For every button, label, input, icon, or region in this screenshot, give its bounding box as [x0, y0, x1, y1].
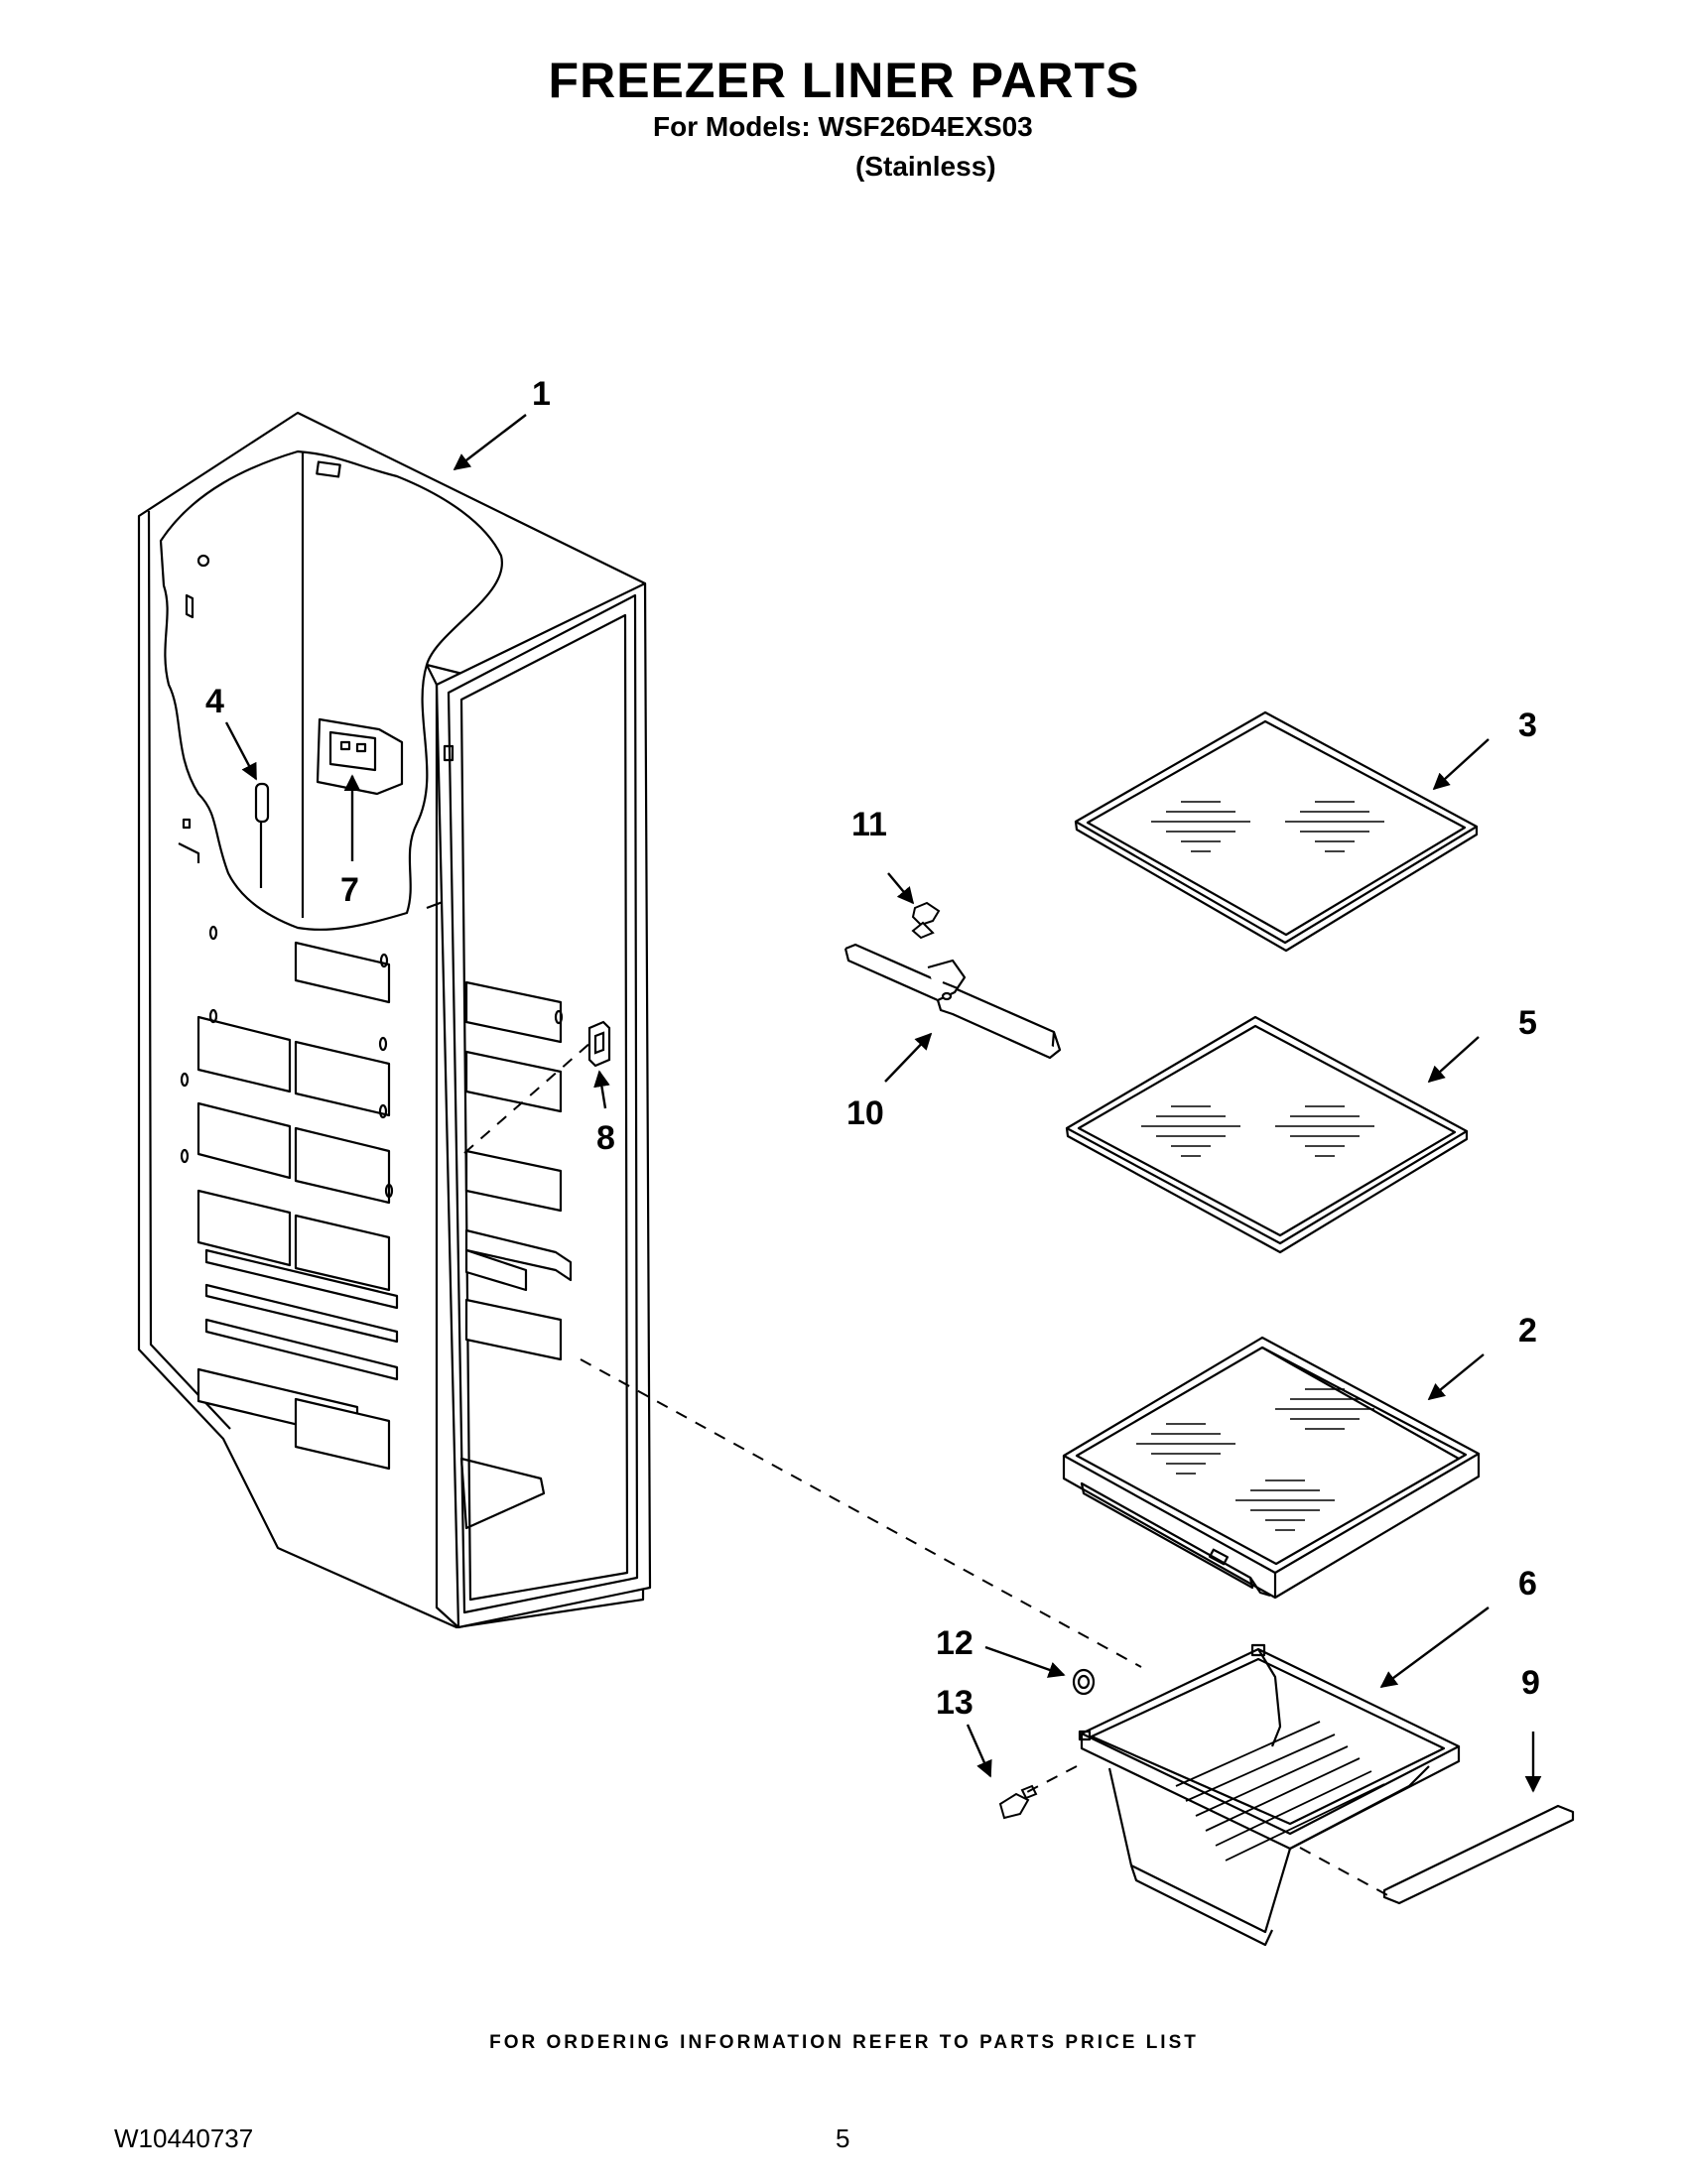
callout-2: 2: [1518, 1312, 1537, 1349]
variant-label: (Stainless): [855, 151, 996, 182]
callout-8: 8: [596, 1119, 615, 1157]
document-number: W10440737: [114, 2123, 254, 2153]
callout-4: 4: [205, 683, 224, 720]
callout-13: 13: [936, 1684, 974, 1722]
freezer-liner: [137, 411, 652, 1629]
page-title: FREEZER LINER PARTS: [548, 53, 1140, 108]
part-4-probe: [254, 782, 270, 888]
alignment-lines: [463, 1041, 1392, 1898]
callout-10: 10: [846, 1094, 884, 1132]
ordering-note: FOR ORDERING INFORMATION REFER TO PARTS …: [489, 2032, 1199, 2053]
part-2-framed-shelf: [1062, 1336, 1481, 1600]
part-12-cap: [1072, 1668, 1096, 1696]
models-line: For Models: WSF26D4EXS03: [653, 111, 1033, 142]
callout-6: 6: [1518, 1565, 1537, 1603]
part-9-trim-strip: [1382, 1804, 1575, 1905]
page-number: 5: [836, 2123, 850, 2153]
callout-1: 1: [532, 375, 551, 413]
part-5-glass-shelf: [1065, 1015, 1469, 1254]
leader-lines: [224, 414, 1542, 1793]
callout-7: 7: [340, 871, 359, 909]
callout-3: 3: [1518, 707, 1537, 744]
callout-11: 11: [851, 806, 887, 843]
part-3-glass-shelf: [1074, 710, 1479, 953]
part-8-clip: [587, 1020, 611, 1068]
part-11-screw: [911, 901, 941, 940]
callout-9: 9: [1521, 1664, 1540, 1702]
callout-12: 12: [936, 1624, 974, 1662]
part-7-housing: [316, 717, 404, 796]
part-6-freezer-basket: [1078, 1643, 1461, 1947]
callout-5: 5: [1518, 1004, 1537, 1042]
part-10-shelf-bracket: [844, 943, 1062, 1060]
